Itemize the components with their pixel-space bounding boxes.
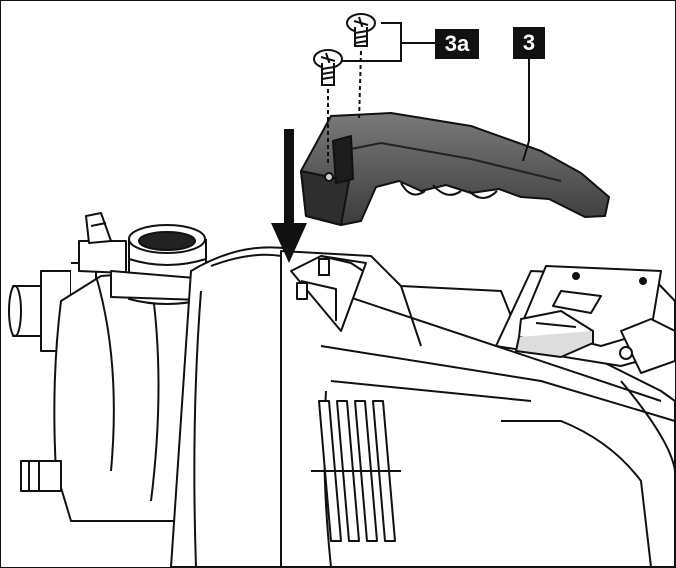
vent-slots [311, 400, 401, 542]
pump-handle-icon [300, 112, 610, 226]
callout-handle: 3 [513, 27, 545, 59]
switch-panel [495, 265, 675, 374]
callout-leaders [341, 22, 530, 162]
down-arrow-icon [271, 129, 307, 263]
screw-icon [313, 13, 376, 86]
garden-pump-icon [8, 212, 675, 567]
guide-lines [327, 50, 362, 166]
callout-screws: 3a [435, 29, 479, 59]
